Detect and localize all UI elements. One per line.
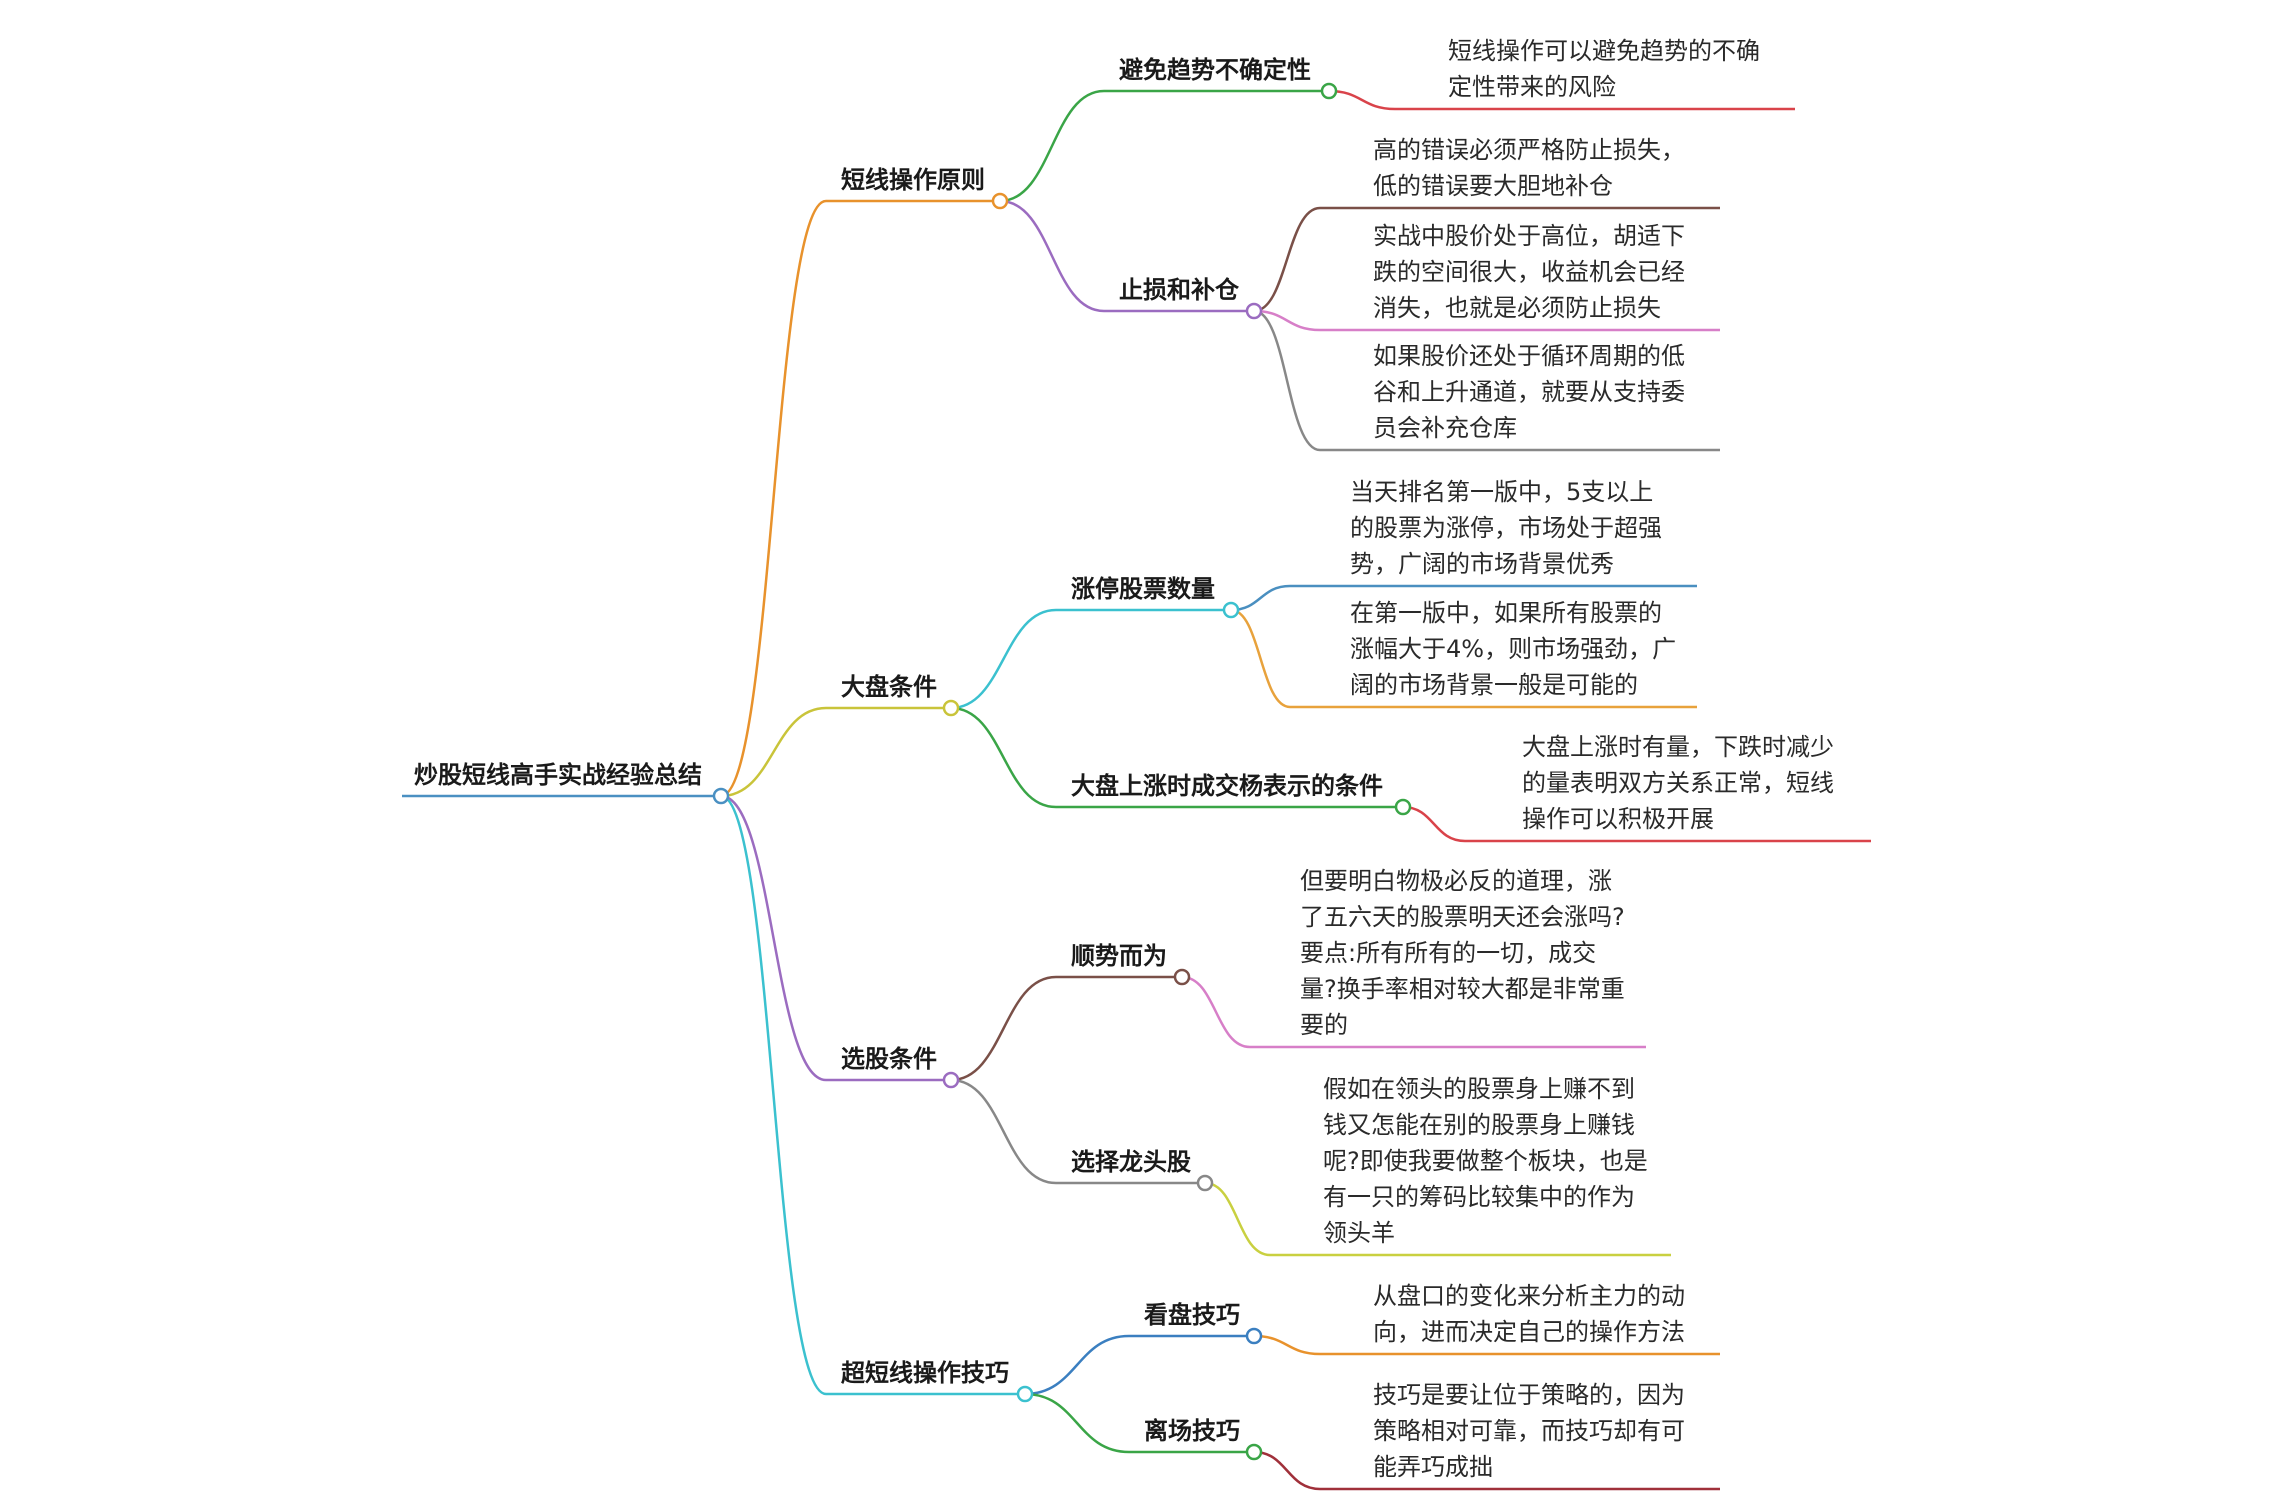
subtopic-connector xyxy=(950,1078,1205,1185)
branch-topic[interactable]: 选股条件 xyxy=(841,1045,937,1073)
collapse-toggle-icon[interactable] xyxy=(942,699,960,717)
subtopic[interactable]: 大盘上涨时成交杨表示的条件 xyxy=(1071,772,1383,800)
note-line: 当天排名第一版中，5支以上 xyxy=(1350,478,1654,506)
collapse-toggle-icon[interactable] xyxy=(1016,1385,1034,1403)
subtopic-connector xyxy=(1024,1334,1254,1396)
note-text[interactable]: 如果股价还处于循环周期的低谷和上升通道，就要从支持委员会补充仓库 xyxy=(1373,338,1685,450)
branch-connector xyxy=(720,794,951,1082)
note-connector xyxy=(1204,1181,1671,1257)
note-line: 短线操作可以避免趋势的不确 xyxy=(1448,37,1760,65)
subtopic[interactable]: 选择龙头股 xyxy=(1071,1148,1191,1176)
collapse-toggle-icon[interactable] xyxy=(1245,1443,1263,1461)
note-line: 涨幅大于4%，则市场强劲，广 xyxy=(1350,635,1677,663)
note-line: 阔的市场背景一般是可能的 xyxy=(1350,671,1638,699)
note-connector xyxy=(1402,805,1871,843)
note-line: 在第一版中，如果所有股票的 xyxy=(1350,599,1662,627)
note-connector xyxy=(1253,1450,1720,1491)
branch-connector xyxy=(720,706,951,798)
note-text[interactable]: 技巧是要让位于策略的，因为策略相对可靠，而技巧却有可能弄巧成拙 xyxy=(1373,1377,1685,1489)
note-line: 呢?即使我要做整个板块，也是 xyxy=(1323,1147,1648,1175)
branch-topic[interactable]: 大盘条件 xyxy=(841,673,937,701)
note-connector xyxy=(1253,1334,1720,1356)
subtopic[interactable]: 离场技巧 xyxy=(1144,1417,1240,1445)
branch-topic[interactable]: 超短线操作技巧 xyxy=(841,1359,1009,1387)
note-connector xyxy=(1230,584,1697,612)
note-text[interactable]: 在第一版中，如果所有股票的涨幅大于4%，则市场强劲，广阔的市场背景一般是可能的 xyxy=(1350,595,1676,707)
note-line: 有一只的筹码比较集中的作为 xyxy=(1323,1183,1635,1211)
subtopic[interactable]: 避免趋势不确定性 xyxy=(1119,56,1311,84)
note-line: 低的错误要大胆地补仓 xyxy=(1373,172,1613,200)
subtopic-connector xyxy=(950,608,1231,710)
subtopic[interactable]: 止损和补仓 xyxy=(1119,276,1239,304)
note-line: 了五六天的股票明天还会涨吗? xyxy=(1300,903,1625,931)
note-line: 策略相对可靠，而技巧却有可 xyxy=(1373,1417,1685,1445)
collapse-toggle-icon[interactable] xyxy=(942,1071,960,1089)
root-topic[interactable]: 炒股短线高手实战经验总结 xyxy=(414,761,702,789)
note-line: 操作可以积极开展 xyxy=(1522,805,1714,833)
note-text[interactable]: 大盘上涨时有量，下跌时减少的量表明双方关系正常，短线操作可以积极开展 xyxy=(1522,729,1834,841)
subtopic-connector xyxy=(999,199,1254,313)
note-line: 跌的空间很大，收益机会已经 xyxy=(1373,258,1685,286)
note-line: 假如在领头的股票身上赚不到 xyxy=(1323,1075,1635,1103)
note-line: 但要明白物极必反的道理，涨 xyxy=(1300,867,1612,895)
subtopic-connector xyxy=(1024,1392,1254,1454)
collapse-toggle-icon[interactable] xyxy=(1245,1327,1263,1345)
collapse-toggle-icon[interactable] xyxy=(1245,302,1263,320)
note-line: 如果股价还处于循环周期的低 xyxy=(1373,342,1685,370)
collapse-toggle-icon[interactable] xyxy=(991,192,1009,210)
note-line: 量?换手率相对较大都是非常重 xyxy=(1300,975,1625,1003)
note-line: 技巧是要让位于策略的，因为 xyxy=(1373,1381,1685,1409)
note-line: 高的错误必须严格防止损失， xyxy=(1373,136,1685,164)
note-line: 钱又怎能在别的股票身上赚钱 xyxy=(1323,1111,1635,1139)
note-line: 要点:所有所有的一切，成交 xyxy=(1300,939,1597,967)
note-text[interactable]: 实战中股价处于高位，胡适下跌的空间很大，收益机会已经消失，也就是必须防止损失 xyxy=(1373,218,1685,330)
subtopic[interactable]: 顺势而为 xyxy=(1071,942,1167,970)
note-text[interactable]: 假如在领头的股票身上赚不到钱又怎能在别的股票身上赚钱呢?即使我要做整个板块，也是… xyxy=(1323,1071,1648,1255)
note-text[interactable]: 短线操作可以避免趋势的不确定性带来的风险 xyxy=(1448,33,1760,109)
note-line: 向，进而决定自己的操作方法 xyxy=(1373,1318,1685,1346)
note-line: 的量表明双方关系正常，短线 xyxy=(1522,769,1834,797)
note-line: 实战中股价处于高位，胡适下 xyxy=(1373,222,1685,250)
subtopic[interactable]: 看盘技巧 xyxy=(1144,1301,1240,1329)
note-connector xyxy=(1253,309,1720,452)
note-line: 消失，也就是必须防止损失 xyxy=(1373,294,1661,322)
branch-topic[interactable]: 短线操作原则 xyxy=(841,166,985,194)
collapse-toggle-icon[interactable] xyxy=(1173,968,1191,986)
collapse-toggle-icon[interactable] xyxy=(712,787,730,805)
note-line: 领头羊 xyxy=(1323,1219,1395,1247)
branch-connector xyxy=(720,199,1000,798)
note-line: 定性带来的风险 xyxy=(1448,73,1616,101)
note-connector xyxy=(1230,608,1697,709)
branch-connector xyxy=(720,794,1025,1396)
note-line: 势，广阔的市场背景优秀 xyxy=(1350,550,1614,578)
collapse-toggle-icon[interactable] xyxy=(1222,601,1240,619)
note-text[interactable]: 但要明白物极必反的道理，涨了五六天的股票明天还会涨吗? 要点:所有所有的一切，成交… xyxy=(1300,863,1625,1047)
note-text[interactable]: 从盘口的变化来分析主力的动向，进而决定自己的操作方法 xyxy=(1373,1278,1685,1354)
note-line: 能弄巧成拙 xyxy=(1373,1453,1493,1481)
note-line: 的股票为涨停，市场处于超强 xyxy=(1350,514,1662,542)
subtopic-connector xyxy=(950,706,1403,809)
note-connector xyxy=(1253,309,1720,332)
collapse-toggle-icon[interactable] xyxy=(1196,1174,1214,1192)
note-line: 从盘口的变化来分析主力的动 xyxy=(1373,1282,1685,1310)
collapse-toggle-icon[interactable] xyxy=(1320,82,1338,100)
note-connector xyxy=(1253,206,1720,313)
subtopic[interactable]: 涨停股票数量 xyxy=(1071,575,1215,603)
collapse-toggle-icon[interactable] xyxy=(1394,798,1412,816)
note-connector xyxy=(1181,975,1646,1049)
note-text[interactable]: 当天排名第一版中，5支以上的股票为涨停，市场处于超强势，广阔的市场背景优秀 xyxy=(1350,474,1662,586)
note-line: 员会补充仓库 xyxy=(1373,414,1517,442)
subtopic-connector xyxy=(950,975,1182,1082)
note-connector xyxy=(1328,89,1795,111)
note-line: 谷和上升通道，就要从支持委 xyxy=(1373,378,1685,406)
subtopic-connector xyxy=(999,89,1329,203)
note-text[interactable]: 高的错误必须严格防止损失， 低的错误要大胆地补仓 xyxy=(1373,132,1685,208)
note-line: 大盘上涨时有量，下跌时减少 xyxy=(1522,733,1834,761)
note-line: 要的 xyxy=(1300,1011,1348,1039)
